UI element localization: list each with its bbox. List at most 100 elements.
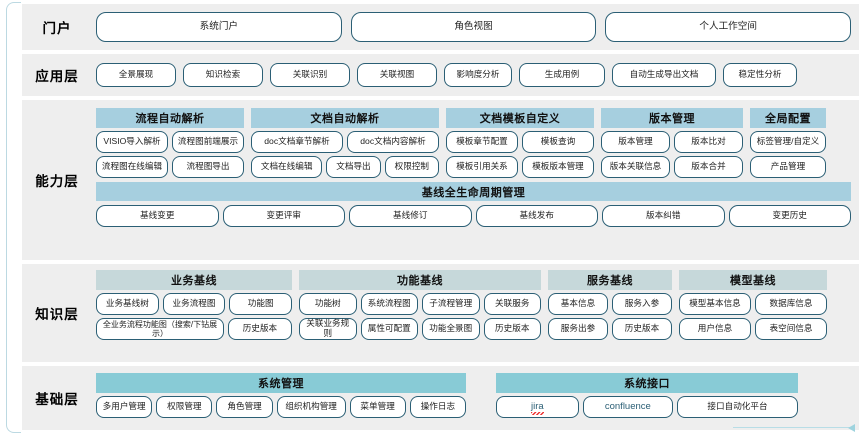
group-row: 版本管理 版本比对 bbox=[601, 131, 743, 153]
knowledge-item[interactable]: 子流程管理 bbox=[422, 293, 480, 315]
app-item-3[interactable]: 关联视图 bbox=[357, 63, 437, 87]
capability-item[interactable]: doc文档内容解析 bbox=[347, 131, 439, 153]
jira-logo[interactable]: jira bbox=[496, 396, 579, 418]
group-row: 流程图在线编辑 流程图导出 bbox=[96, 156, 244, 178]
app-item-2[interactable]: 关联识别 bbox=[270, 63, 350, 87]
lifecycle-item[interactable]: 变更评审 bbox=[222, 205, 345, 227]
knowledge-item[interactable]: 服务入参 bbox=[612, 293, 672, 315]
knowledge-item[interactable]: 模型基本信息 bbox=[679, 293, 751, 315]
capability-lifecycle: 基线全生命周期管理 基线变更 变更评审 基线修订 基线发布 版本纠错 变更历史 bbox=[96, 182, 851, 227]
capability-group-process-parsing: 流程自动解析 VISIO导入解析 流程图前端展示 流程图在线编辑 流程图导出 bbox=[96, 108, 244, 178]
knowledge-item[interactable]: 全业务流程功能图（搜索/下钻展示） bbox=[96, 318, 224, 340]
foundation-item[interactable]: 权限管理 bbox=[156, 396, 213, 418]
knowledge-item[interactable]: 关联业务规则 bbox=[299, 318, 357, 340]
capability-item[interactable]: 版本比对 bbox=[674, 131, 743, 153]
app-item-5[interactable]: 生成用例 bbox=[519, 63, 605, 87]
layer-label-portal: 门户 bbox=[42, 21, 72, 36]
capability-item[interactable]: VISIO导入解析 bbox=[96, 131, 168, 153]
knowledge-item[interactable]: 服务出参 bbox=[548, 318, 608, 340]
group-row: 标签管理/自定义 bbox=[750, 131, 826, 153]
capability-item[interactable]: 模板查询 bbox=[522, 131, 594, 153]
capability-item[interactable]: 标签管理/自定义 bbox=[750, 131, 826, 153]
flow-arrow-head-icon bbox=[848, 424, 855, 432]
portal-item-2[interactable]: 个人工作空间 bbox=[605, 12, 852, 42]
group-row: 版本关联信息 版本合并 bbox=[601, 156, 743, 178]
layer-label-foundation: 基础层 bbox=[35, 392, 79, 407]
capability-item[interactable]: 流程图导出 bbox=[172, 156, 244, 178]
layer-label-capability: 能力层 bbox=[35, 174, 79, 189]
foundation-item[interactable]: 角色管理 bbox=[216, 396, 273, 418]
group-title: 文档模板自定义 bbox=[446, 108, 594, 128]
group-row: 多用户管理 权限管理 角色管理 组织机构管理 菜单管理 操作日志 bbox=[96, 396, 466, 418]
layer-label-application: 应用层 bbox=[35, 69, 79, 84]
knowledge-item[interactable]: 表空间信息 bbox=[755, 318, 827, 340]
knowledge-item[interactable]: 基本信息 bbox=[548, 293, 608, 315]
capability-item[interactable]: 文档在线编辑 bbox=[251, 156, 323, 178]
knowledge-item[interactable]: 历史版本 bbox=[612, 318, 672, 340]
spellcheck-underline-icon bbox=[531, 412, 544, 416]
knowledge-item[interactable]: 用户信息 bbox=[679, 318, 751, 340]
lifecycle-item[interactable]: 变更历史 bbox=[728, 205, 851, 227]
group-row: 基本信息 服务入参 bbox=[548, 293, 672, 315]
foundation-item[interactable]: 菜单管理 bbox=[349, 396, 406, 418]
capability-group-version-mgmt: 版本管理 版本管理 版本比对 版本关联信息 版本合并 bbox=[601, 108, 743, 178]
group-row: 服务出参 历史版本 bbox=[548, 318, 672, 340]
layer-band-capability: 能力层 流程自动解析 VISIO导入解析 流程图前端展示 流程图在线编辑 流程图… bbox=[22, 100, 859, 260]
knowledge-item[interactable]: 业务流程图 bbox=[162, 293, 226, 315]
group-row: 全业务流程功能图（搜索/下钻展示） 历史版本 bbox=[96, 318, 292, 340]
portal-item-1[interactable]: 角色视图 bbox=[350, 12, 597, 42]
app-item-4[interactable]: 影响度分析 bbox=[444, 63, 512, 87]
foundation-item[interactable]: 组织机构管理 bbox=[276, 396, 346, 418]
capability-item[interactable]: 模板章节配置 bbox=[446, 131, 518, 153]
knowledge-item[interactable]: 功能树 bbox=[299, 293, 357, 315]
knowledge-item[interactable]: 关联服务 bbox=[483, 293, 541, 315]
group-row: 功能树 系统流程图 子流程管理 关联服务 bbox=[299, 293, 541, 315]
capability-item[interactable]: 权限控制 bbox=[384, 156, 439, 178]
confluence-logo[interactable]: confluence bbox=[582, 396, 673, 418]
portal-item-0[interactable]: 系统门户 bbox=[96, 12, 342, 42]
app-item-0[interactable]: 全景展现 bbox=[96, 63, 176, 87]
group-row: 产品管理 bbox=[750, 156, 826, 178]
capability-item[interactable]: 产品管理 bbox=[750, 156, 826, 178]
knowledge-item[interactable]: 历史版本 bbox=[483, 318, 541, 340]
group-row: 业务基线树 业务流程图 功能图 bbox=[96, 293, 293, 315]
knowledge-item[interactable]: 系统流程图 bbox=[360, 293, 418, 315]
app-item-1[interactable]: 知识检索 bbox=[183, 63, 263, 87]
knowledge-item[interactable]: 业务基线树 bbox=[96, 293, 159, 315]
foundation-item[interactable]: 接口自动化平台 bbox=[677, 396, 798, 418]
group-row: doc文档章节解析 doc文档内容解析 bbox=[251, 131, 439, 153]
knowledge-item[interactable]: 属性可配置 bbox=[360, 318, 418, 340]
knowledge-group-model-baseline: 模型基线 模型基本信息 数据库信息 用户信息 表空间信息 bbox=[679, 270, 827, 340]
group-row: 模型基本信息 数据库信息 bbox=[679, 293, 827, 315]
capability-item[interactable]: 模板版本管理 bbox=[522, 156, 594, 178]
capability-item[interactable]: 文档导出 bbox=[326, 156, 381, 178]
layer-band-foundation: 基础层 系统管理 多用户管理 权限管理 角色管理 组织机构管理 菜单管理 操作日… bbox=[22, 366, 859, 432]
knowledge-item[interactable]: 功能图 bbox=[229, 293, 293, 315]
layer-band-application: 应用层 全景展现 知识检索 关联识别 关联视图 影响度分析 生成用例 自动生成导… bbox=[22, 54, 859, 96]
group-title: 功能基线 bbox=[299, 270, 541, 290]
capability-item[interactable]: 流程图前端展示 bbox=[172, 131, 244, 153]
capability-item[interactable]: doc文档章节解析 bbox=[251, 131, 343, 153]
group-row: 用户信息 表空间信息 bbox=[679, 318, 827, 340]
foundation-item[interactable]: 多用户管理 bbox=[96, 396, 153, 418]
capability-item[interactable]: 模板引用关系 bbox=[446, 156, 518, 178]
knowledge-item[interactable]: 历史版本 bbox=[227, 318, 292, 340]
capability-item[interactable]: 版本管理 bbox=[601, 131, 670, 153]
layer-band-portal: 门户 系统门户 角色视图 个人工作空间 bbox=[22, 4, 859, 50]
lifecycle-item[interactable]: 基线发布 bbox=[475, 205, 598, 227]
foundation-group-system-mgmt: 系统管理 多用户管理 权限管理 角色管理 组织机构管理 菜单管理 操作日志 bbox=[96, 373, 466, 418]
group-title: 业务基线 bbox=[96, 270, 292, 290]
knowledge-item[interactable]: 数据库信息 bbox=[755, 293, 827, 315]
capability-item[interactable]: 版本关联信息 bbox=[601, 156, 670, 178]
foundation-item[interactable]: 操作日志 bbox=[409, 396, 466, 418]
capability-item[interactable]: 版本合并 bbox=[674, 156, 743, 178]
capability-group-template-custom: 文档模板自定义 模板章节配置 模板查询 模板引用关系 模板版本管理 bbox=[446, 108, 594, 178]
capability-item[interactable]: 流程图在线编辑 bbox=[96, 156, 168, 178]
lifecycle-item[interactable]: 基线变更 bbox=[96, 205, 219, 227]
knowledge-item[interactable]: 功能全景图 bbox=[422, 318, 480, 340]
lifecycle-item[interactable]: 基线修订 bbox=[349, 205, 472, 227]
lifecycle-item[interactable]: 版本纠错 bbox=[602, 205, 725, 227]
app-item-7[interactable]: 稳定性分析 bbox=[723, 63, 797, 87]
group-row: 模板章节配置 模板查询 bbox=[446, 131, 594, 153]
app-item-6[interactable]: 自动生成导出文档 bbox=[612, 63, 716, 87]
